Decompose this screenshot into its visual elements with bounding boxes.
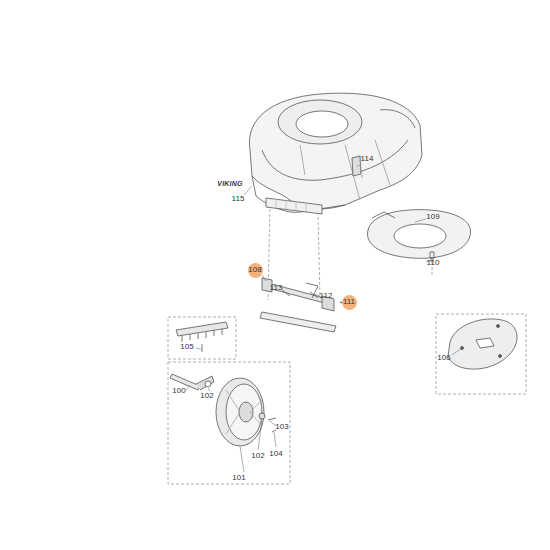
callout-number: 110 — [427, 259, 440, 267]
callout-number: 113 — [270, 284, 283, 292]
callout-number: 105 — [180, 343, 193, 351]
clip-part — [352, 156, 361, 176]
lower-plate — [260, 312, 336, 332]
callout-number: 111 — [342, 295, 357, 310]
wheel-assembly — [168, 362, 290, 484]
callout-number: 115 — [232, 195, 245, 203]
callout-number: 100 — [172, 387, 185, 395]
brand-logo: VIKING — [217, 180, 242, 187]
blade-disc — [436, 314, 526, 394]
callout-number: 109 — [426, 213, 439, 221]
pins — [282, 290, 318, 298]
axle-bar — [262, 278, 334, 311]
comb-part — [168, 317, 236, 359]
callout-number: 108 — [248, 263, 263, 278]
baffle-ring — [367, 210, 470, 259]
leader-lines — [186, 165, 462, 472]
callout-number: 102 — [200, 392, 213, 400]
hinge-spring — [266, 198, 322, 214]
callout-number: 104 — [269, 450, 282, 458]
callout-number: 101 — [232, 474, 245, 482]
callout-number: 103 — [275, 423, 288, 431]
mower-deck — [249, 93, 422, 212]
assembly-lines — [268, 160, 432, 300]
callout-number: 106 — [437, 354, 450, 362]
callout-number: 114 — [361, 155, 374, 163]
callout-number: 112 — [320, 292, 333, 300]
callout-number: 102 — [251, 452, 264, 460]
